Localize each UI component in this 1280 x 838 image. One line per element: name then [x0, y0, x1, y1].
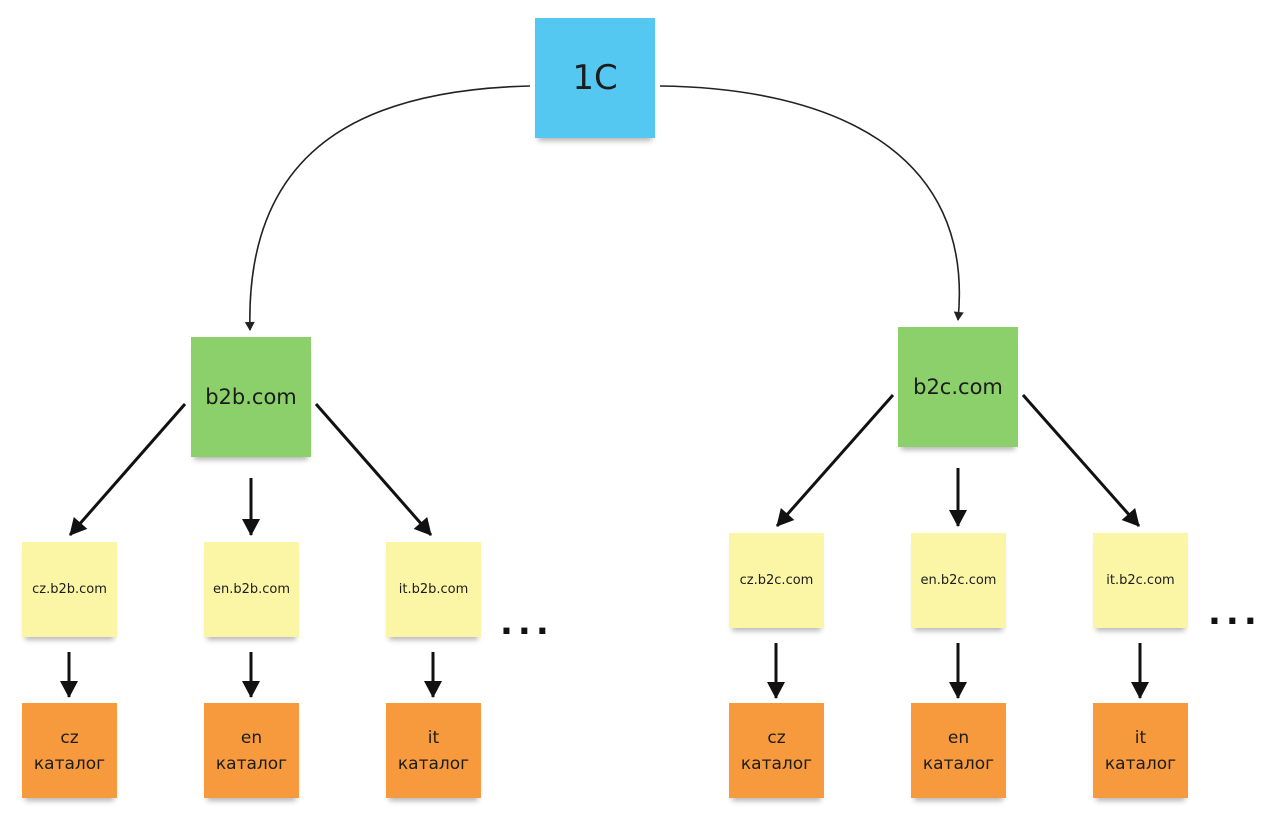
- arrow-b2b-to-it: [314, 403, 433, 536]
- subdomain-label: it.b2c.com: [1106, 573, 1175, 588]
- root-note-1c: 1C: [535, 18, 655, 138]
- ellipsis-more-b2b: ...: [500, 603, 554, 643]
- catalog-label: it каталог: [397, 727, 470, 774]
- arrow-root-to-b2c: [659, 85, 964, 321]
- subdomain-label: cz.b2c.com: [739, 573, 814, 588]
- catalog-note-cz-b2c: cz каталог: [729, 703, 824, 798]
- arrow-b2b-to-cz: [68, 403, 187, 536]
- site-note-b2b: b2b.com: [191, 337, 311, 457]
- subdomain-label: en.b2b.com: [212, 582, 291, 597]
- subdomain-label: en.b2c.com: [920, 573, 997, 588]
- subdomain-note-it-b2c: it.b2c.com: [1093, 533, 1188, 628]
- catalog-label: en каталог: [922, 727, 995, 774]
- subdomain-label: it.b2b.com: [398, 582, 469, 597]
- catalog-label: en каталог: [215, 727, 288, 774]
- catalog-label: cz каталог: [740, 727, 813, 774]
- catalog-note-it-b2c: it каталог: [1093, 703, 1188, 798]
- catalog-note-en-b2c: en каталог: [911, 703, 1006, 798]
- catalog-note-cz-b2b: cz каталог: [22, 703, 117, 798]
- arrow-b2c-to-it: [1021, 394, 1141, 527]
- catalog-note-it-b2b: it каталог: [386, 703, 481, 798]
- subdomain-note-cz-b2c: cz.b2c.com: [729, 533, 824, 628]
- root-label: 1C: [572, 58, 618, 98]
- ellipsis-more-b2c: ...: [1208, 593, 1262, 633]
- arrow-root-to-b2b: [244, 85, 531, 331]
- subdomain-note-en-b2c: en.b2c.com: [911, 533, 1006, 628]
- subdomain-note-en-b2b: en.b2b.com: [204, 542, 299, 637]
- catalog-label: cz каталог: [33, 727, 106, 774]
- site-label: b2c.com: [913, 375, 1003, 399]
- arrow-b2c-to-cz: [775, 394, 895, 527]
- subdomain-note-cz-b2b: cz.b2b.com: [22, 542, 117, 637]
- catalog-note-en-b2b: en каталог: [204, 703, 299, 798]
- catalog-label: it каталог: [1104, 727, 1177, 774]
- subdomain-label: cz.b2b.com: [32, 582, 107, 597]
- subdomain-note-it-b2b: it.b2b.com: [386, 542, 481, 637]
- site-note-b2c: b2c.com: [898, 327, 1018, 447]
- site-label: b2b.com: [205, 385, 297, 409]
